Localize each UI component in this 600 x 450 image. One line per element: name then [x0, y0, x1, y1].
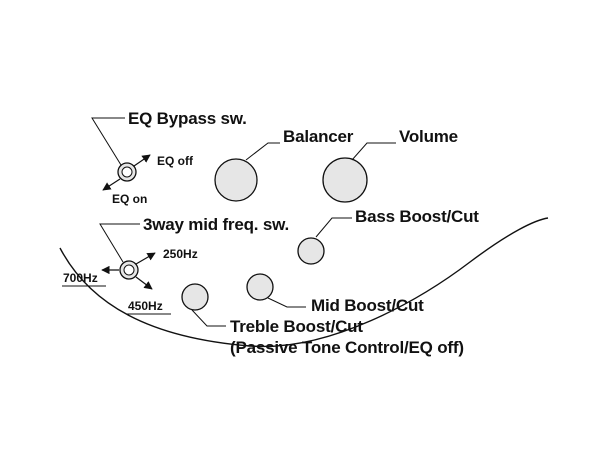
- eq-on-label: EQ on: [112, 192, 148, 206]
- mid-knob: [246, 273, 274, 301]
- eq-bypass-switch: [117, 162, 137, 182]
- volume-leader: [351, 142, 396, 161]
- eq-bypass-leader: [91, 117, 125, 166]
- hz250-label: 250Hz: [163, 247, 198, 261]
- balancer-label: Balancer: [283, 127, 354, 146]
- treble-label-line1: Treble Boost/Cut: [230, 317, 363, 336]
- eq-off-label: EQ off: [157, 154, 193, 168]
- eq-on-arrow: [102, 178, 121, 191]
- mid-leader: [267, 297, 306, 308]
- three-way-switch: [119, 260, 139, 280]
- bass-leader: [315, 217, 352, 238]
- hz700-label: 700Hz: [63, 271, 98, 285]
- volume-label: Volume: [399, 127, 458, 146]
- hz450-arrow: [135, 276, 153, 290]
- volume-knob: [322, 157, 368, 203]
- bass-knob: [297, 237, 325, 265]
- bass-label: Bass Boost/Cut: [355, 207, 479, 226]
- three-way-label: 3way mid freq. sw.: [143, 215, 289, 234]
- treble-knob: [181, 283, 209, 311]
- balancer-knob: [214, 158, 258, 202]
- body-outline: [59, 217, 549, 348]
- eq-off-arrow: [133, 154, 151, 167]
- three-way-leader: [99, 223, 140, 263]
- treble-leader: [191, 309, 226, 327]
- hz450-label: 450Hz: [128, 299, 163, 313]
- treble-label-line2: (Passive Tone Control/EQ off): [230, 338, 464, 357]
- mid-label: Mid Boost/Cut: [311, 296, 424, 315]
- balancer-leader: [245, 142, 280, 161]
- eq-bypass-label: EQ Bypass sw.: [128, 109, 247, 128]
- hz250-arrow: [135, 252, 156, 265]
